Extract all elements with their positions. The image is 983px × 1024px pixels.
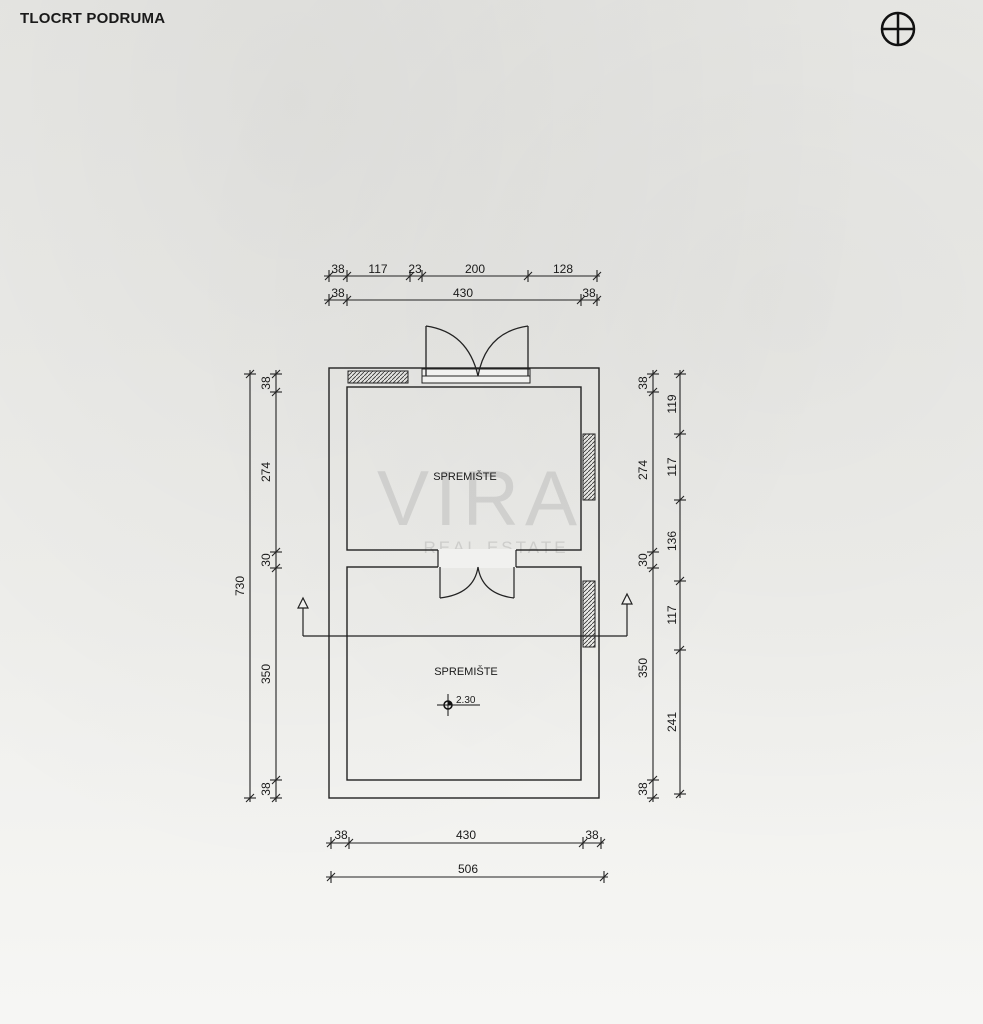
level-mark-value: 2.30: [456, 695, 476, 706]
dim-top1-3: 200: [465, 262, 485, 276]
dim-open-0: 119: [665, 394, 679, 413]
room-label-upper: SPREMIŠTE: [433, 470, 497, 483]
dim-top1-1: 117: [368, 262, 387, 276]
dim-open-3: 117: [665, 605, 679, 624]
dim-top1-0: 38: [331, 262, 345, 276]
level-mark: [437, 694, 480, 716]
dim-right-0: 38: [636, 376, 650, 390]
dim-left-total: 730: [233, 576, 247, 596]
compass-circle-icon: [880, 11, 916, 47]
dim-line-top-2: [324, 294, 602, 306]
section-line: [297, 592, 633, 637]
dim-line-bottom-2: [326, 871, 609, 883]
dim-top1-4: 128: [553, 262, 573, 276]
dim-bottom1-1: 430: [456, 828, 476, 842]
watermark-brand: VIRA: [377, 454, 583, 542]
dim-left-0: 38: [259, 376, 273, 390]
dim-top2-2: 38: [582, 286, 596, 300]
room-label-lower: SPREMIŠTE: [434, 665, 498, 678]
dim-top1-2: 23: [408, 262, 422, 276]
dim-left-3: 350: [259, 664, 273, 684]
dim-open-4: 241: [665, 712, 679, 732]
dim-bottom1-0: 38: [334, 828, 348, 842]
drawing-title: TLOCRT PODRUMA: [20, 10, 166, 27]
door-internal: [437, 549, 517, 599]
dim-line-left-total: [244, 369, 256, 803]
dim-line-right-openings: [674, 369, 686, 799]
dim-right-4: 38: [636, 782, 650, 796]
dim-bottom1-2: 38: [585, 828, 599, 842]
window-top-left: [347, 370, 409, 384]
dim-bottom-total: 506: [458, 862, 478, 876]
dim-right-2: 30: [636, 553, 650, 567]
dim-open-2: 136: [665, 531, 679, 551]
door-top-frame: [421, 368, 531, 384]
dim-right-1: 274: [636, 460, 650, 480]
dim-left-4: 38: [259, 782, 273, 796]
window-right-lower: [582, 580, 596, 648]
dim-line-right-parts: [647, 369, 659, 803]
dim-line-bottom-1: [326, 837, 606, 849]
dim-top2-1: 430: [453, 286, 473, 300]
dim-right-3: 350: [636, 658, 650, 678]
building-walls: [328, 367, 600, 799]
dim-left-1: 274: [259, 462, 273, 482]
window-right-upper: [582, 433, 596, 501]
dim-open-1: 117: [665, 457, 679, 476]
dim-left-2: 30: [259, 553, 273, 567]
dim-line-top-1: [324, 270, 602, 282]
dim-line-left-parts: [270, 369, 282, 803]
dim-top2-0: 38: [331, 286, 345, 300]
door-top-swing: [425, 325, 529, 377]
